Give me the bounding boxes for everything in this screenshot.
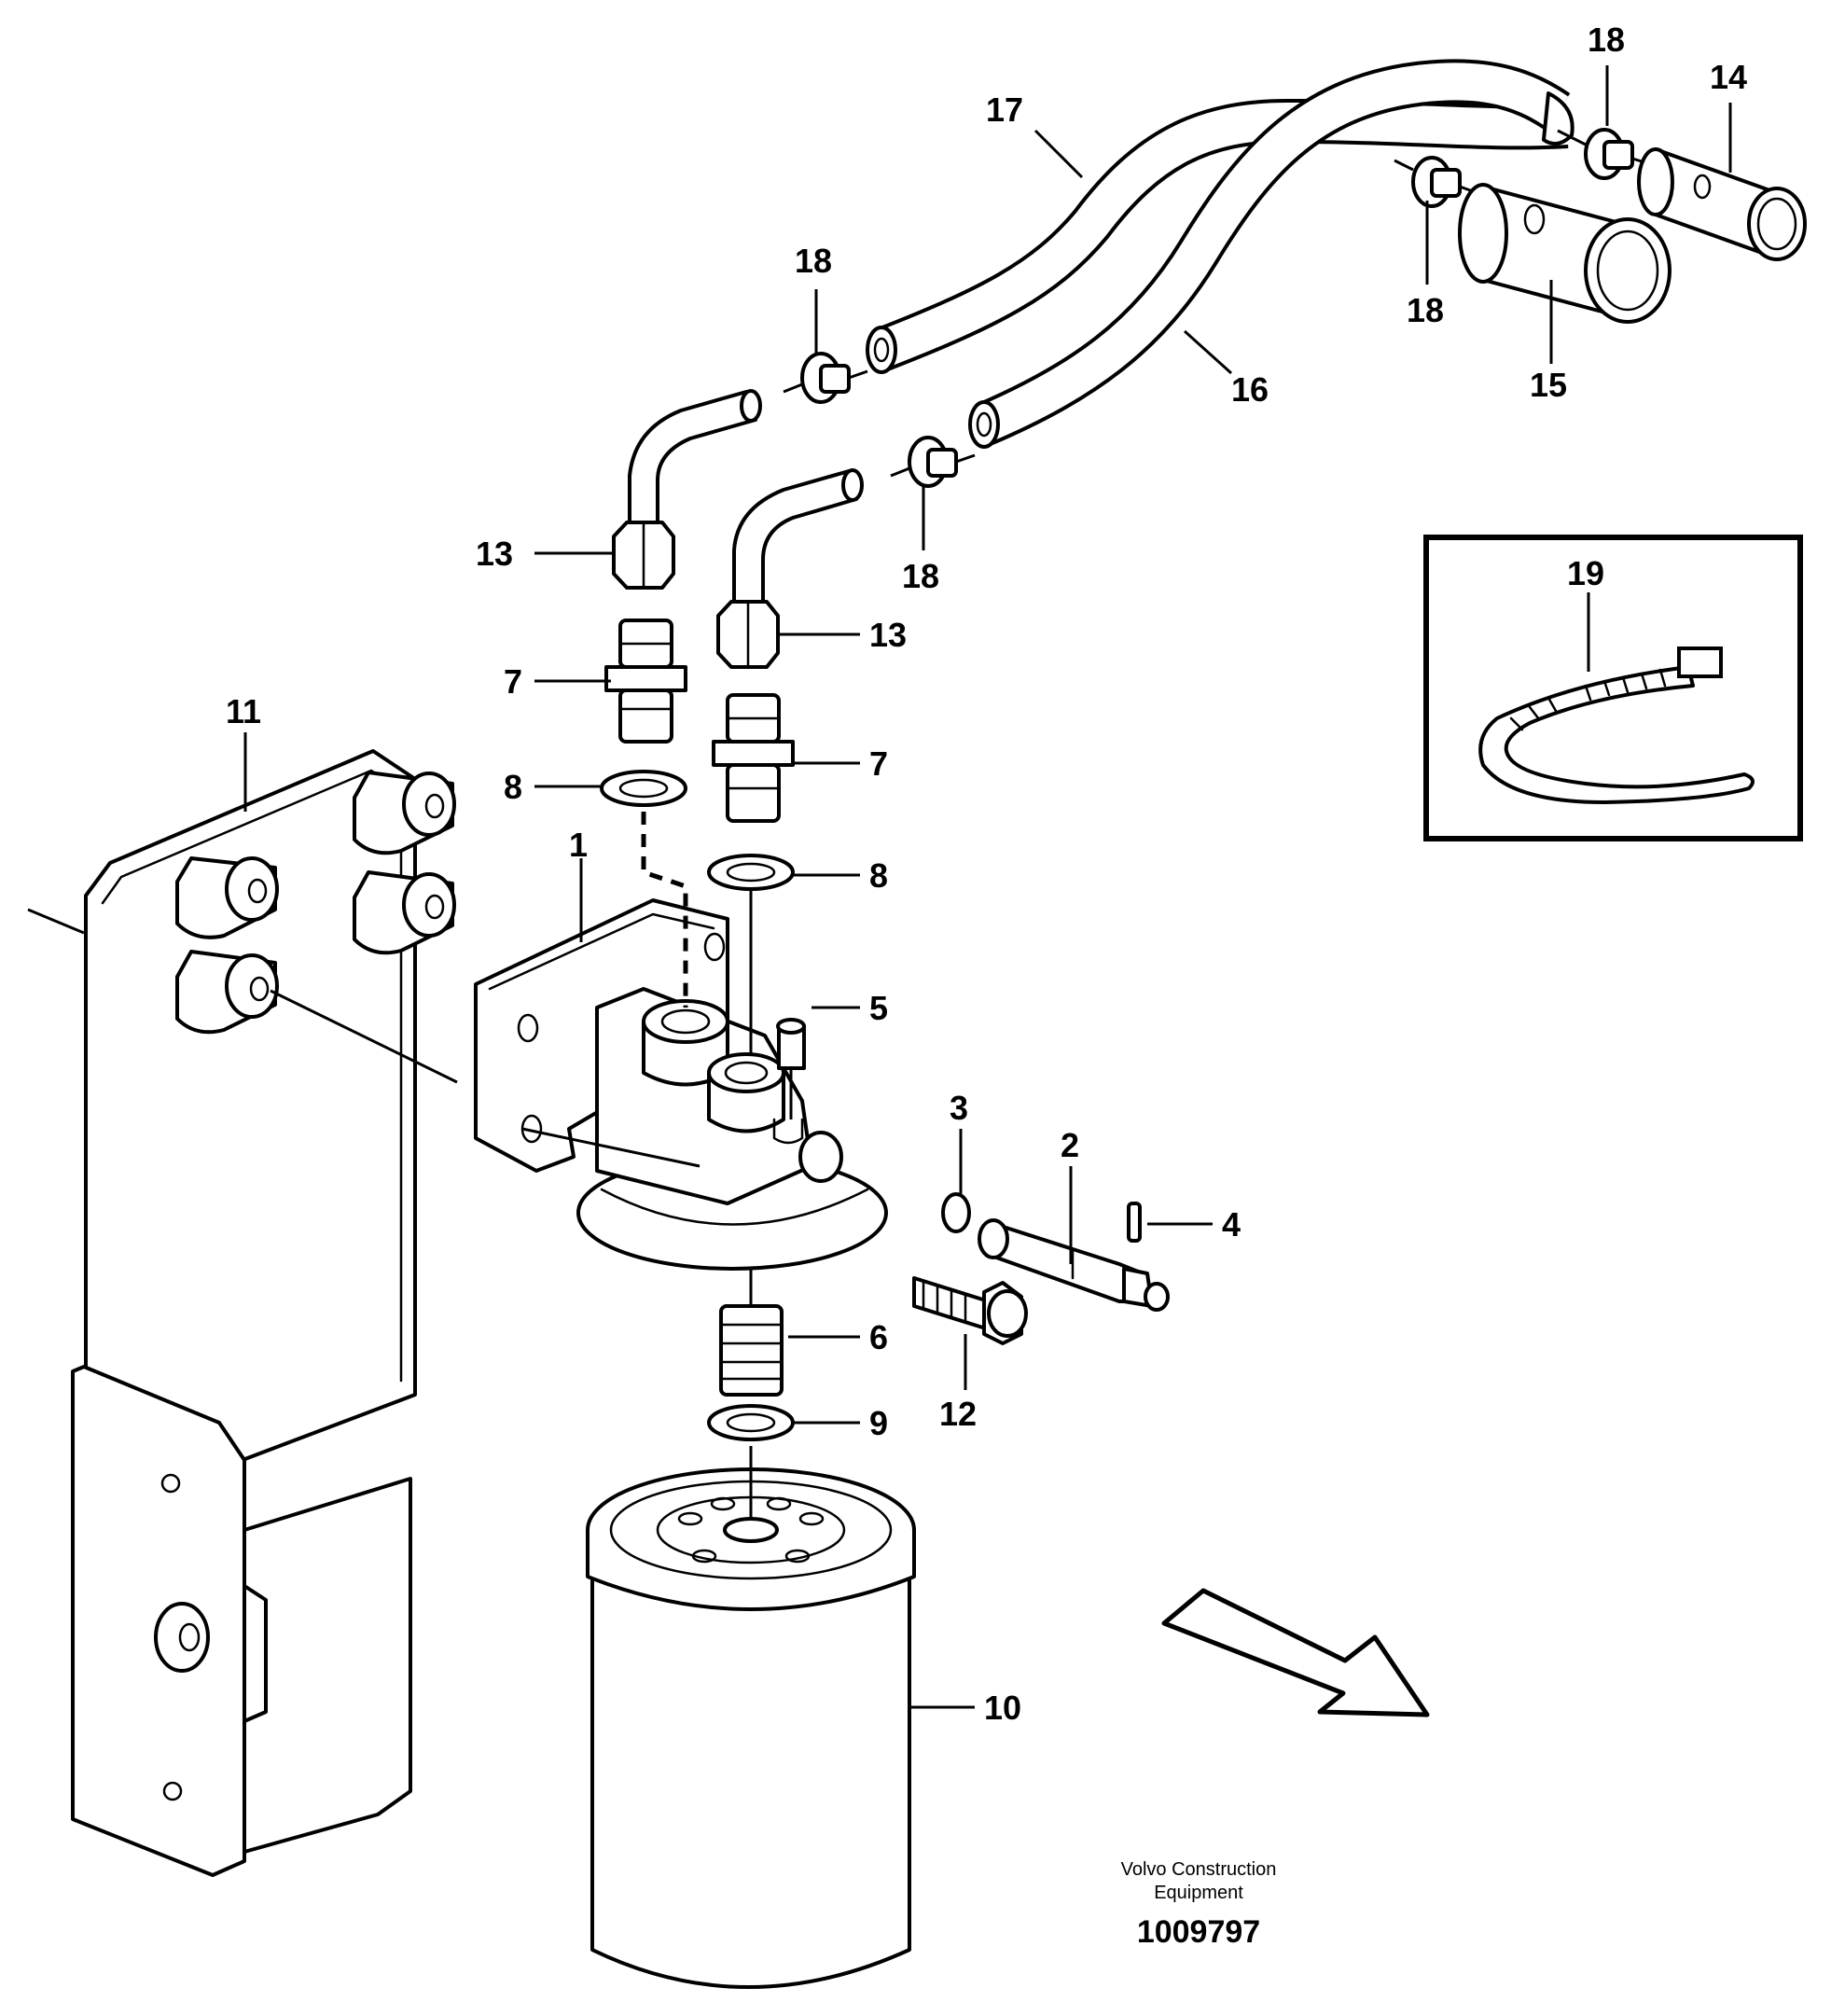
tube-adapter-small <box>1637 147 1807 261</box>
sealing-washer-left <box>600 770 687 807</box>
sealing-washer-right <box>707 854 795 891</box>
direction-arrow <box>1161 1588 1430 1717</box>
screw <box>776 1018 806 1119</box>
bracket-boss <box>353 870 456 955</box>
cable-tie-inset <box>1423 535 1803 841</box>
callout-18-top-right: 18 <box>1588 21 1625 59</box>
bracket-boss <box>353 771 456 855</box>
tube-adapter-large <box>1458 183 1671 324</box>
callout-19: 19 <box>1567 554 1604 592</box>
callout-8-right: 8 <box>869 856 888 895</box>
hose-clamp <box>800 352 851 404</box>
split-pin <box>1127 1202 1142 1243</box>
leader-lines <box>243 65 1732 1709</box>
fuel-hose-16 <box>968 59 1574 449</box>
callout-9: 9 <box>869 1404 888 1442</box>
o-ring <box>941 1192 971 1233</box>
union-right <box>712 693 795 823</box>
sealing-washer-lower <box>707 1404 795 1441</box>
callout-6: 6 <box>869 1318 888 1356</box>
callout-3: 3 <box>950 1089 968 1127</box>
pipe-nut-left <box>612 521 675 590</box>
callout-5: 5 <box>869 989 888 1027</box>
mounting-bracket <box>27 749 458 1877</box>
flange-bolt <box>912 1276 1028 1345</box>
fuel-hose-17 <box>866 98 1569 374</box>
pivot-pin <box>978 1218 1170 1312</box>
drawing-footer: Volvo Construction Equipment 1009797 <box>1121 1859 1277 1950</box>
hose-clamp <box>1584 128 1634 180</box>
hose-clamp <box>908 436 958 488</box>
pipe-nut-right <box>716 600 780 669</box>
callout-7-right: 7 <box>869 744 888 783</box>
bracket-boss <box>175 856 279 939</box>
callout-18-mid-right: 18 <box>1407 291 1444 329</box>
union-left <box>604 619 687 744</box>
nipple <box>719 1269 784 1397</box>
callout-8-left: 8 <box>504 768 522 806</box>
callout-14: 14 <box>1710 58 1747 96</box>
manufacturer-line-2: Equipment <box>1154 1883 1243 1903</box>
callout-18-top-left: 18 <box>795 242 832 280</box>
callout-13-left: 13 <box>476 535 513 573</box>
bracket-boss <box>175 950 279 1035</box>
callout-labels: 1 2 3 4 5 6 7 7 8 8 9 10 11 12 13 13 14 … <box>226 21 1747 1727</box>
manufacturer-line-1: Volvo Construction <box>1121 1859 1277 1880</box>
filter-head <box>474 898 888 1271</box>
callout-7-left: 7 <box>504 662 522 701</box>
steel-pipe-right <box>732 468 864 604</box>
callout-2: 2 <box>1061 1126 1079 1164</box>
drawing-number: 1009797 <box>1137 1914 1260 1950</box>
callout-18-mid-left: 18 <box>902 557 939 595</box>
callout-4: 4 <box>1222 1205 1241 1244</box>
callout-16: 16 <box>1231 370 1269 409</box>
hose-clamp <box>1411 156 1462 208</box>
filter-canister <box>586 1446 916 1989</box>
callout-1: 1 <box>569 826 588 864</box>
callout-12: 12 <box>939 1395 977 1433</box>
callout-13-right: 13 <box>869 616 907 654</box>
callout-15: 15 <box>1530 366 1567 404</box>
callout-17: 17 <box>986 90 1023 129</box>
steel-pipe-left <box>628 389 762 524</box>
callout-11: 11 <box>226 692 261 730</box>
callout-10: 10 <box>984 1689 1021 1727</box>
